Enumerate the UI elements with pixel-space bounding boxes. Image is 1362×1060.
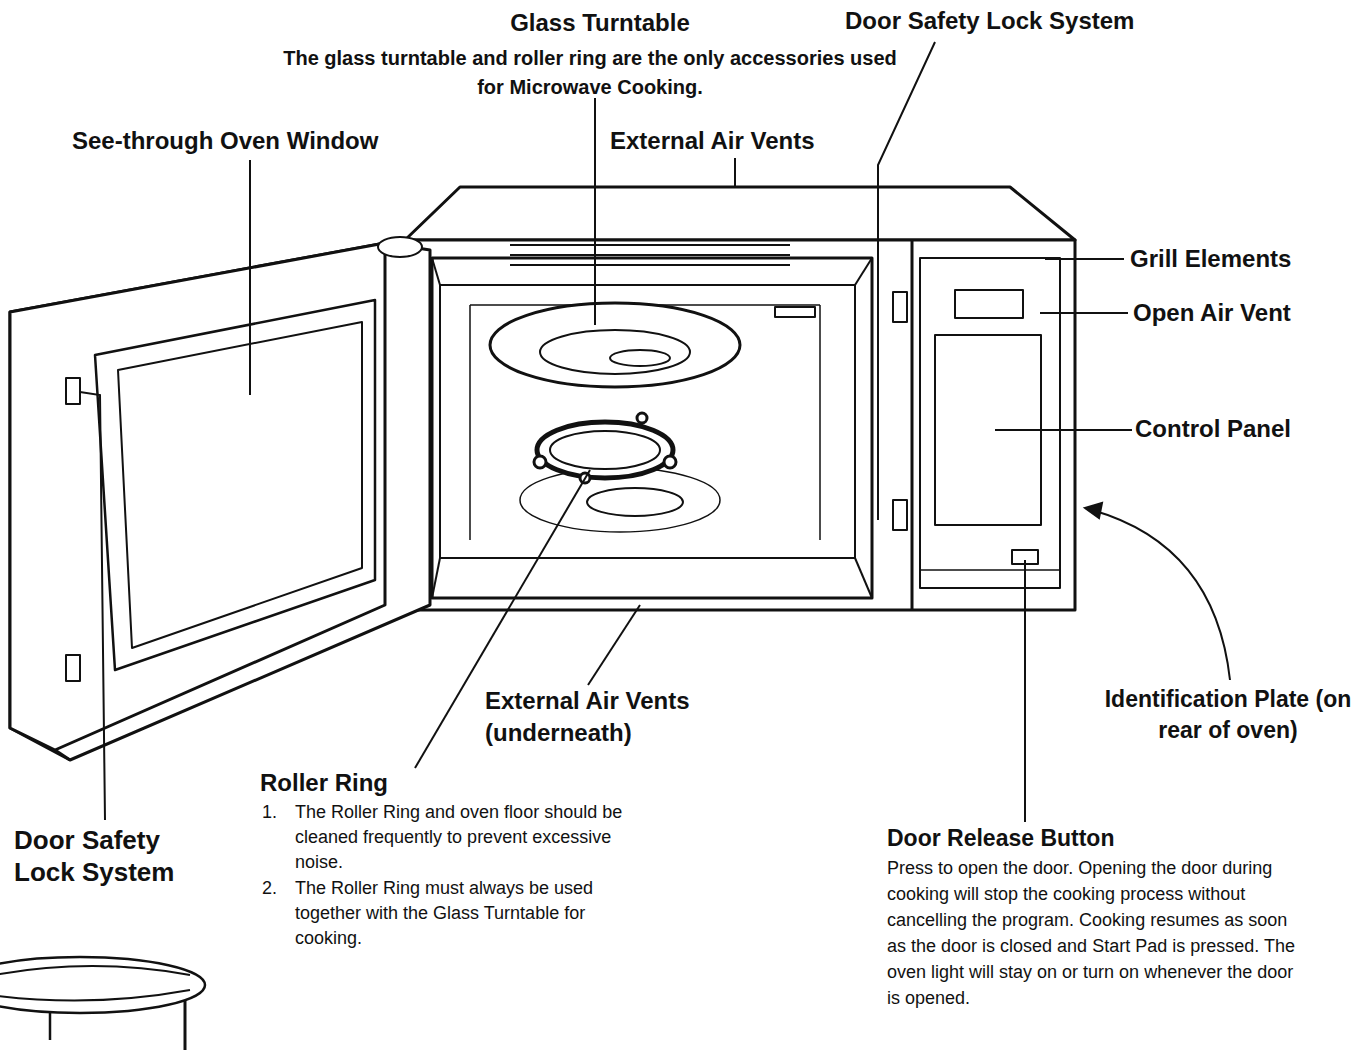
air-vent xyxy=(775,307,815,317)
note-text: The glass turntable and roller ring are … xyxy=(270,44,910,102)
cavity-edge xyxy=(469,305,471,540)
glass-turntable xyxy=(490,303,740,387)
part-name: External Air Vents (underneath) xyxy=(485,685,725,749)
roller-wheel xyxy=(534,456,546,468)
grill-element xyxy=(510,254,790,256)
roller-ring-inner xyxy=(550,431,660,469)
leader-line xyxy=(249,160,251,395)
cavity-edge xyxy=(855,258,872,285)
cavity-edge xyxy=(432,558,440,598)
part-name: See-through Oven Window xyxy=(72,126,492,156)
grill-element xyxy=(510,264,790,266)
leader-line xyxy=(878,42,935,520)
note-text: The Roller Ring must always be used toge… xyxy=(295,876,655,951)
panel-divider xyxy=(911,240,914,610)
cavity-frame xyxy=(432,258,872,598)
panel-line xyxy=(920,569,1060,571)
door-front xyxy=(10,243,385,750)
grill-element xyxy=(510,244,790,246)
part-name: Identification Plate (on rear of oven) xyxy=(1094,684,1362,746)
note-text: The Roller Ring and oven floor should be… xyxy=(295,800,655,875)
leader-line xyxy=(80,392,105,820)
cavity-edge xyxy=(855,558,872,598)
turntable-rim xyxy=(540,330,690,374)
part-name: Glass Turntable xyxy=(470,8,730,38)
roller-wheel xyxy=(664,456,676,468)
floor-ring xyxy=(587,488,683,516)
display xyxy=(955,290,1023,318)
grill-rack-bars xyxy=(0,966,190,1000)
leader-line xyxy=(1045,258,1124,260)
part-name: Control Panel xyxy=(1135,414,1362,444)
door-edge xyxy=(55,750,70,760)
leader-line xyxy=(588,605,640,685)
door-hinge xyxy=(378,237,422,257)
oven-top xyxy=(405,187,1075,240)
door-latch xyxy=(66,378,80,404)
door-window-inner xyxy=(118,322,362,648)
rack-leg xyxy=(49,1012,52,1040)
rack-leg xyxy=(184,1000,187,1050)
part-name: Door Safety Lock System xyxy=(14,824,214,888)
part-name: Door Release Button xyxy=(887,824,1287,852)
door-window xyxy=(95,300,375,670)
control-panel xyxy=(920,258,1060,588)
oven-front xyxy=(405,240,1075,610)
note-text: Press to open the door. Opening the door… xyxy=(887,855,1307,1011)
part-name: External Air Vents xyxy=(610,126,910,156)
part-name: Open Air Vent xyxy=(1133,298,1362,328)
leader-lines xyxy=(80,42,1230,822)
turntable-hub xyxy=(610,350,670,366)
part-name: Grill Elements xyxy=(1130,244,1362,274)
leader-line xyxy=(594,98,596,325)
latch-slot xyxy=(893,292,907,322)
cavity-edge xyxy=(432,258,440,285)
roller-ring xyxy=(537,422,673,478)
callout-number: 2. xyxy=(262,876,292,901)
part-name: Roller Ring xyxy=(260,768,560,798)
leader-line xyxy=(995,429,1132,431)
cavity-edge xyxy=(819,305,821,540)
leader-line xyxy=(1024,560,1026,822)
grill-rack xyxy=(0,957,205,1013)
latch-slot xyxy=(893,500,907,530)
callout-number: 1. xyxy=(262,800,292,825)
leader-line xyxy=(734,158,736,187)
leader-line xyxy=(1040,312,1128,314)
part-name: Door Safety Lock System xyxy=(845,6,1245,36)
arrow-head xyxy=(1085,503,1102,518)
leader-curve xyxy=(1092,510,1230,680)
roller-wheel xyxy=(637,413,647,423)
cavity-back xyxy=(440,285,855,558)
door-latch xyxy=(66,655,80,681)
oven-door xyxy=(10,243,430,760)
